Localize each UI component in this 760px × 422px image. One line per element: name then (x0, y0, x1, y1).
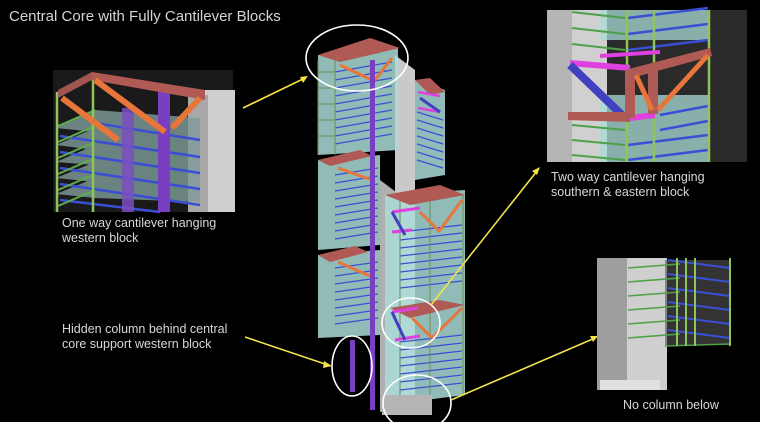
caption-line: southern & eastern block (551, 185, 690, 199)
caption-line: Hidden column behind central (62, 322, 228, 336)
caption-line: core support western block (62, 337, 212, 351)
caption-line: No column below (623, 398, 719, 412)
caption-line: Two way cantilever hanging (551, 170, 705, 184)
caption-two-way: Two way cantilever hanging southern & ea… (551, 170, 705, 200)
western-block-render (53, 70, 235, 214)
slide-title: Central Core with Fully Cantilever Block… (9, 8, 281, 25)
caption-no-column: No column below (623, 398, 719, 413)
caption-line: One way cantilever hanging (62, 216, 217, 230)
caption-western-block: One way cantilever hanging western block (62, 216, 216, 246)
caption-hidden-column: Hidden column behind central core suppor… (62, 322, 227, 352)
caption-line: western block (62, 231, 139, 245)
arrow-western (242, 76, 308, 109)
